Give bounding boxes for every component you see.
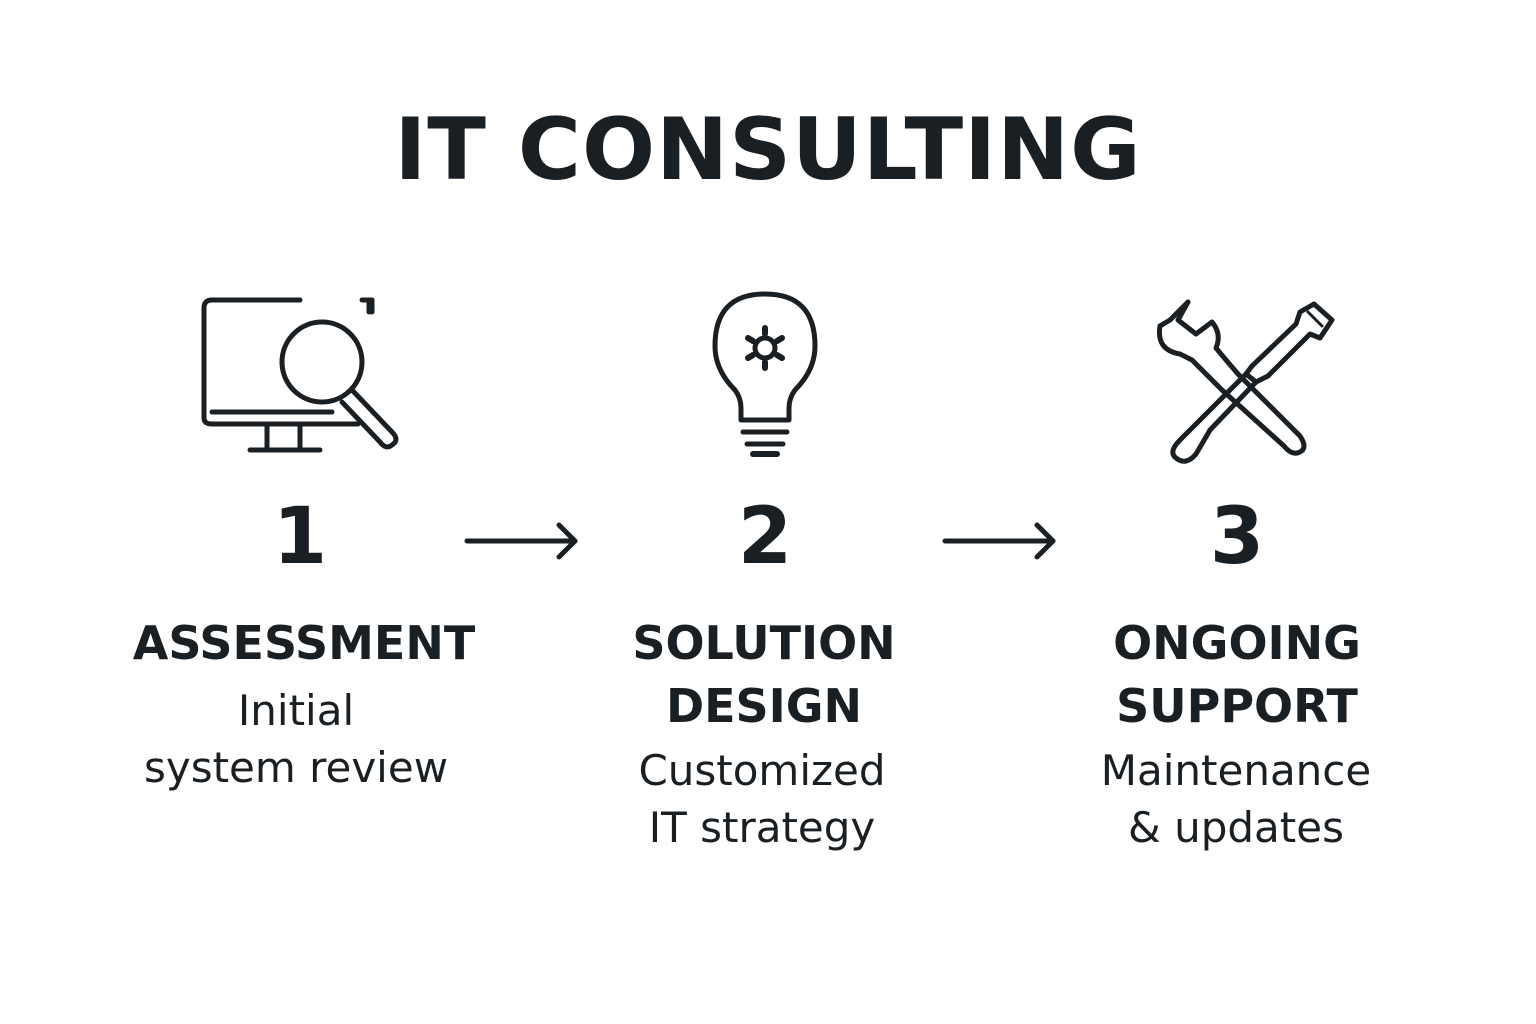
step-description-line: & updates (1128, 803, 1344, 852)
step-heading-line: ONGOING (1113, 616, 1361, 670)
step-description-line: Customized (638, 746, 886, 795)
page-title: IT CONSULTING (394, 100, 1142, 200)
arrow-right-icon (942, 522, 1056, 560)
step-number-1: 1 (272, 492, 328, 582)
monitor-magnifier-icon (201, 297, 399, 453)
step-heading-2: SOLUTION DESIGN (574, 612, 954, 738)
step-heading-line: ASSESSMENT (132, 616, 476, 670)
step-description-2: Customized IT strategy (572, 742, 952, 856)
step-heading-1: ASSESSMENT (114, 612, 494, 675)
step-heading-3: ONGOING SUPPORT (1047, 612, 1427, 738)
step-number-3: 3 (1209, 492, 1265, 582)
step-number-2: 2 (737, 492, 793, 582)
step-heading-line: SOLUTION (632, 616, 896, 670)
step-heading-line: DESIGN (665, 679, 863, 733)
step-description-3: Maintenance & updates (1046, 742, 1426, 856)
wrench-screwdriver-icon (1156, 299, 1335, 464)
step-description-line: Initial (237, 686, 355, 735)
lightbulb-gear-icon (712, 291, 818, 457)
arrow-right-icon (464, 522, 578, 560)
step-description-line: system review (143, 743, 449, 792)
step-description-line: Maintenance (1100, 746, 1372, 795)
step-heading-line: SUPPORT (1116, 679, 1358, 733)
step-description-line: IT strategy (648, 803, 876, 852)
step-description-1: Initial system review (106, 682, 486, 796)
